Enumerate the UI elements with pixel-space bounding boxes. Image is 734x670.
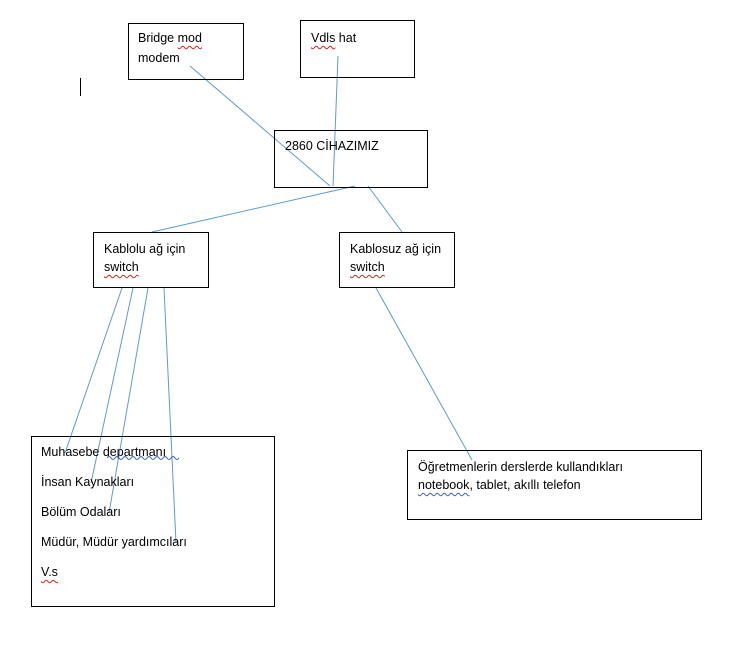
wireless-clients-line1: Öğretmenlerin derslerde kullandıkları [418, 460, 623, 474]
wireless-clients-line2: notebook, tablet, akıllı telefon [418, 478, 581, 492]
node-bridge-modem: Bridge mod modem [128, 23, 244, 80]
node-wired-switch-line2: switch [104, 260, 139, 274]
wired-client-mudur: Müdür, Müdür yardımcıları [41, 535, 187, 549]
node-bridge-modem-line1: Bridge mod [138, 31, 202, 45]
node-wireless-clients: Öğretmenlerin derslerde kullandıkları no… [407, 450, 702, 520]
node-bridge-modem-line2: modem [138, 51, 180, 65]
edge-wired-switch-to-muhasebe [64, 287, 123, 454]
edge-wireless-switch-to-ogretmen [375, 287, 473, 461]
edge-device-to-wired-switch [151, 185, 356, 233]
node-wireless-switch: Kablosuz ağ için switch [339, 232, 455, 288]
wired-client-bolum-odalari: Bölüm Odaları [41, 505, 121, 519]
text-caret [80, 78, 81, 96]
node-wired-clients: Muhasebe departmanı İnsan Kaynakları Böl… [31, 436, 275, 607]
node-wired-switch-line1: Kablolu ağ için [104, 242, 186, 256]
node-wireless-switch-line2: switch [350, 260, 385, 274]
node-wireless-switch-line1: Kablosuz ağ için [350, 242, 442, 256]
wired-client-insan-kaynaklari: İnsan Kaynakları [41, 475, 135, 489]
node-device-label: 2860 CİHAZIMIZ [285, 139, 379, 153]
edge-device-to-wireless-switch [367, 185, 403, 233]
node-vdsl-label: Vdls hat [311, 31, 357, 45]
wired-client-vs: V.s [41, 565, 58, 579]
edge-wired-switch-to-bolum-odalari [108, 287, 149, 514]
edge-wired-switch-to-mudur [163, 287, 177, 544]
edge-bridge-modem-to-device [189, 65, 331, 187]
spellcheck-underline-departmani [107, 456, 179, 460]
edge-wired-switch-to-insan-kaynaklari [90, 287, 134, 484]
node-vdsl-line: Vdls hat [300, 20, 415, 78]
node-wired-switch: Kablolu ağ için switch [93, 232, 209, 288]
wired-client-muhasebe: Muhasebe departmanı [41, 445, 167, 459]
node-device: 2860 CİHAZIMIZ [274, 130, 428, 188]
